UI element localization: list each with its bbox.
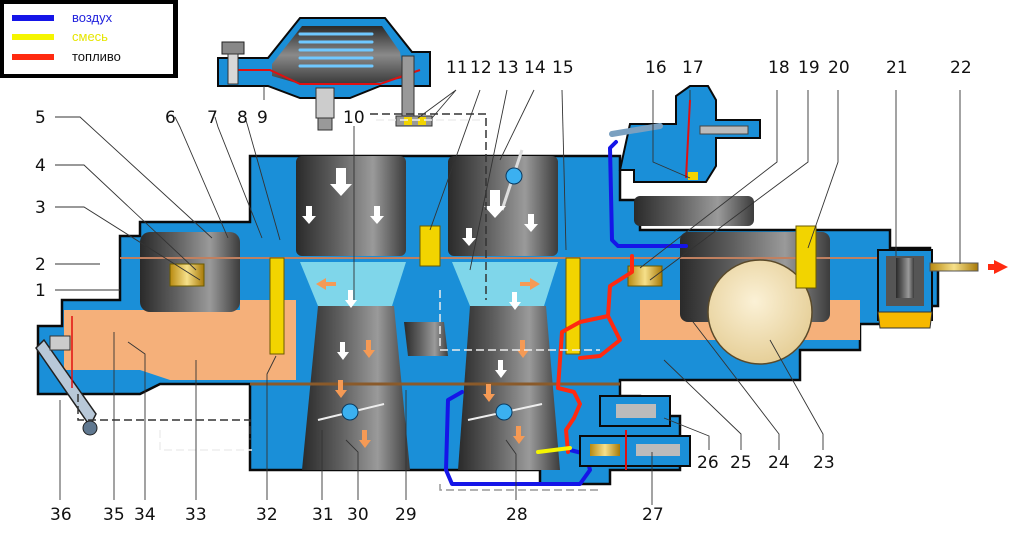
mixture-flow-line [536,446,572,454]
legend-swatch-mixture [12,34,54,40]
legend-item-fuel: топливо [12,49,121,65]
label-25: 25 [730,453,752,473]
legend-swatch-air [12,15,54,21]
label-20: 20 [828,58,850,78]
label-34: 34 [134,505,156,525]
legend-item-mixture: смесь [12,29,108,45]
label-7: 7 [207,108,218,128]
legend-label-air: воздух [72,10,113,25]
legend-item-air: воздух [12,10,112,26]
label-9: 9 [257,108,268,128]
choke-lever [35,316,98,436]
legend-swatch-fuel [12,54,54,60]
power-valve [579,395,691,470]
fuel-flow-line [556,254,634,454]
label-2: 2 [35,255,46,275]
throttle-valves [317,149,543,421]
dashed-channels [77,113,600,491]
mixture-arrows [316,278,540,448]
fuel-flow-line-2 [578,314,622,360]
label-27: 27 [642,505,664,525]
label-6: 6 [165,108,176,128]
leader-lines [55,86,961,505]
economizer-unit [609,85,761,183]
label-36: 36 [50,505,72,525]
label-19: 19 [798,58,820,78]
part-labels: 5 6 7 8 9 10 11 12 13 14 15 16 17 18 19 … [35,58,972,525]
label-22: 22 [950,58,972,78]
label-35: 35 [103,505,125,525]
label-24: 24 [768,453,790,473]
label-32: 32 [256,505,278,525]
label-28: 28 [506,505,528,525]
legend-label-mixture: смесь [72,29,108,44]
label-3: 3 [35,198,46,218]
label-1: 1 [35,281,46,301]
fuel-inlet-arrow [988,260,1008,274]
label-15: 15 [552,58,574,78]
label-10: 10 [343,108,365,128]
diaphragm-housing [217,17,433,131]
label-17: 17 [682,58,704,78]
label-5: 5 [35,108,46,128]
label-11: 11 [446,58,468,78]
air-flow-line [608,140,688,248]
label-29: 29 [395,505,417,525]
legend-label-fuel: топливо [72,49,121,64]
label-23: 23 [813,453,835,473]
carburetor-body [36,154,940,486]
label-4: 4 [35,156,46,176]
air-arrows [302,168,538,378]
label-21: 21 [886,58,908,78]
label-18: 18 [768,58,790,78]
label-8: 8 [237,108,248,128]
fuel-inlet [877,249,1008,329]
label-13: 13 [497,58,519,78]
label-14: 14 [524,58,546,78]
label-30: 30 [347,505,369,525]
legend: воздух смесь топливо [0,0,178,78]
label-16: 16 [645,58,667,78]
label-33: 33 [185,505,207,525]
label-26: 26 [697,453,719,473]
label-31: 31 [312,505,334,525]
label-12: 12 [470,58,492,78]
